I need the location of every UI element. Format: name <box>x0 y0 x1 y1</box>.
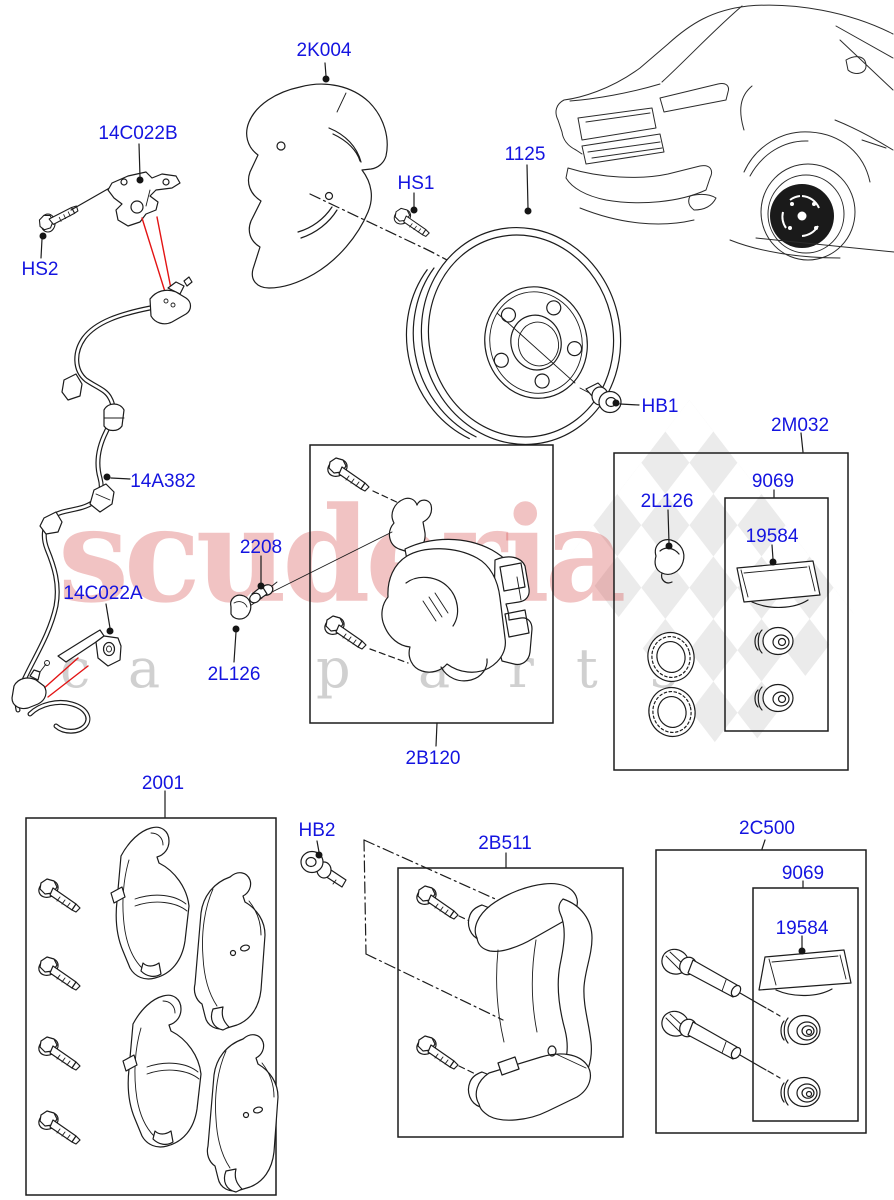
part-label-2b511[interactable]: 2B511 <box>478 833 532 854</box>
part-label-19584-bot[interactable]: 19584 <box>775 918 829 939</box>
watermark-brand-text: scuderia <box>58 478 626 632</box>
part-label-1125[interactable]: 1125 <box>504 144 546 165</box>
part-label-14c022b[interactable]: 14C022B <box>98 123 178 144</box>
part-label-2c500[interactable]: 2C500 <box>739 818 795 839</box>
brake-caliper <box>230 444 554 724</box>
brake-pads-kit <box>25 817 279 1196</box>
part-label-hb2[interactable]: HB2 <box>298 820 336 841</box>
part-label-14c022a[interactable]: 14C022A <box>63 583 143 604</box>
part-label-2l126-kit[interactable]: 2L126 <box>640 491 694 512</box>
leader-lines <box>39 62 806 955</box>
watermark-letter: t <box>576 637 598 700</box>
caliper-anchor-bracket <box>397 867 624 1138</box>
part-label-hb1[interactable]: HB1 <box>641 396 679 417</box>
part-label-9069-top[interactable]: 9069 <box>751 471 795 492</box>
part-label-hs1[interactable]: HS1 <box>397 173 435 194</box>
vehicle-front-quarter-view <box>555 4 894 261</box>
watermark-letter: a <box>128 637 161 700</box>
abs-sensor-harness <box>11 171 193 734</box>
part-label-14a382[interactable]: 14A382 <box>130 471 196 492</box>
part-label-2208[interactable]: 2208 <box>239 537 283 558</box>
brake-dust-shield <box>246 83 435 289</box>
caliper-repair-kit <box>613 452 849 771</box>
part-label-19584-top[interactable]: 19584 <box>745 526 799 547</box>
part-label-2b120[interactable]: 2B120 <box>405 748 461 769</box>
part-label-2001[interactable]: 2001 <box>141 773 185 794</box>
hb1-bolt <box>585 382 622 414</box>
guide-pin-kit <box>655 849 867 1134</box>
part-label-2l126-cal[interactable]: 2L126 <box>207 664 261 685</box>
part-label-hs2[interactable]: HS2 <box>21 259 59 280</box>
part-label-2m032[interactable]: 2M032 <box>770 415 830 436</box>
watermark-letter: p <box>316 637 351 700</box>
brake-disc <box>405 226 622 446</box>
part-label-9069-bot[interactable]: 9069 <box>781 863 825 884</box>
part-label-2k004[interactable]: 2K004 <box>296 40 352 61</box>
